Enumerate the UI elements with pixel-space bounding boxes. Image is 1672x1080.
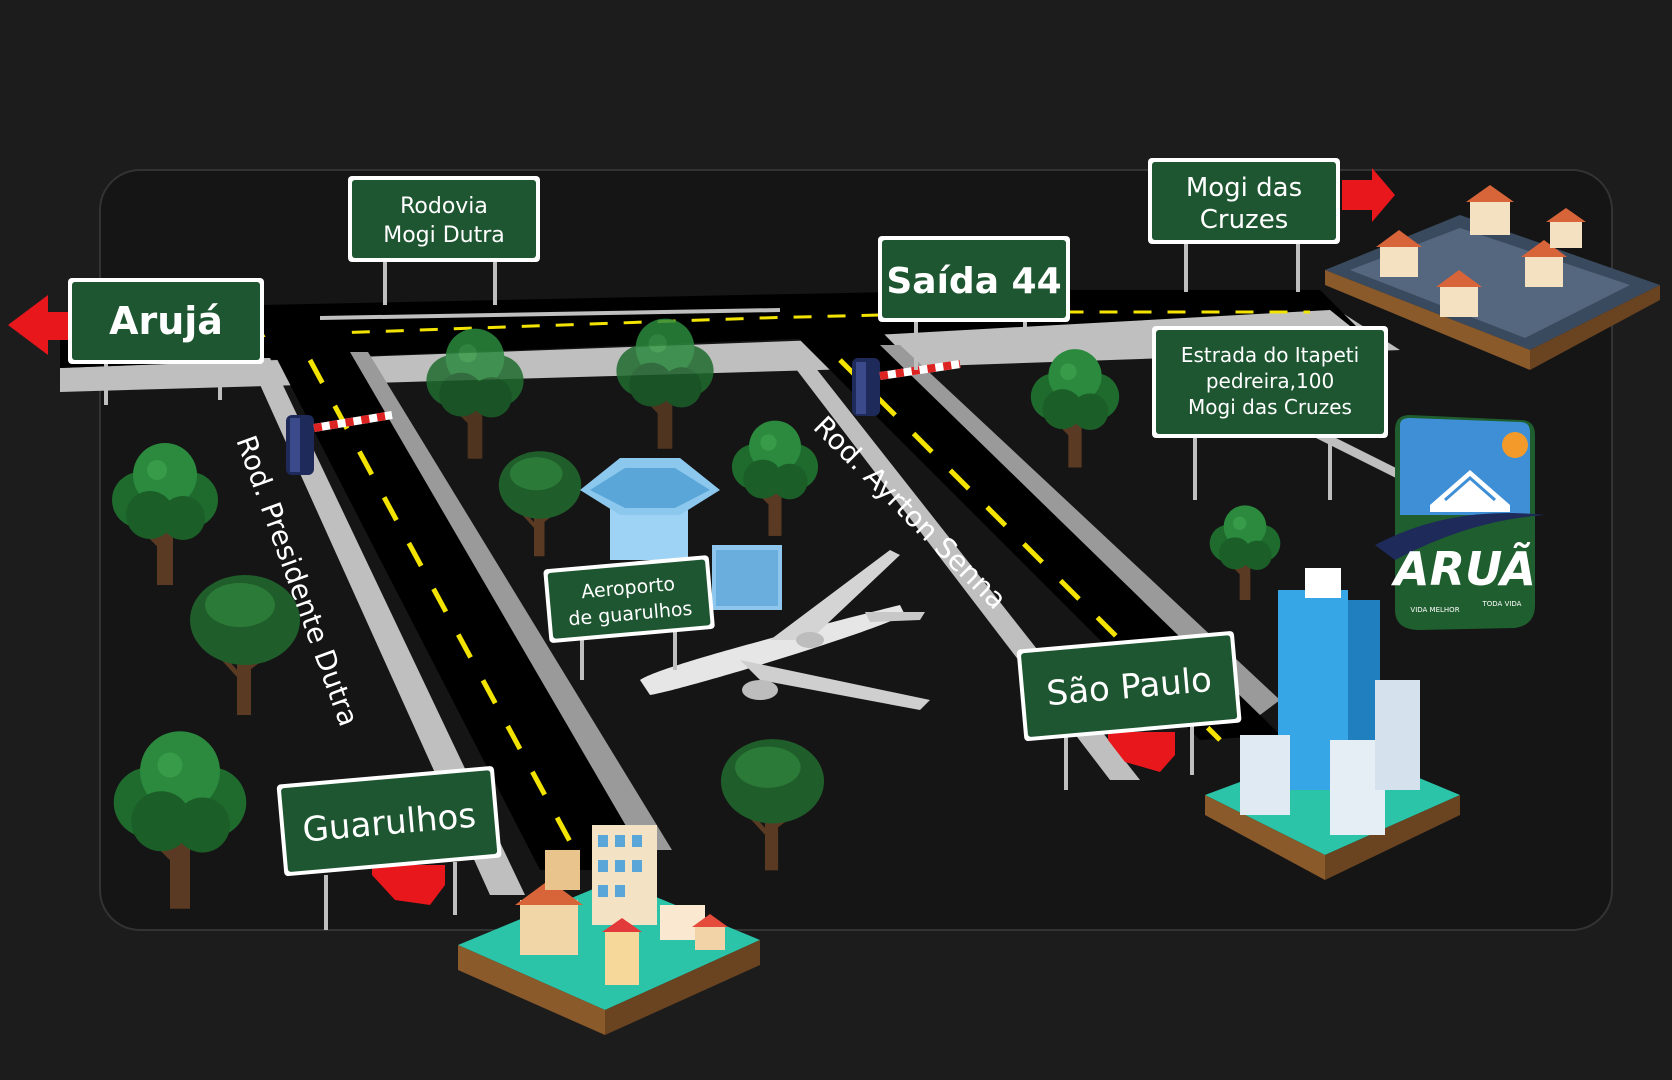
- arua-tagline-right: TODA VIDA: [1482, 600, 1522, 608]
- sign-aeroporto: Aeroporto de guarulhos: [543, 555, 715, 680]
- sign-aruja: Arujá: [68, 278, 264, 405]
- sign-rodovia-line2: Mogi Dutra: [383, 223, 505, 248]
- sign-estrada: Estrada do Itapeti pedreira,100 Mogi das…: [1152, 326, 1388, 500]
- dutra-road-right-curb: [350, 352, 672, 850]
- airport-terminal: [580, 458, 782, 610]
- toll-gate-ayrton: [852, 358, 961, 416]
- airplane-icon: [640, 550, 930, 710]
- sign-rodovia-line1: Rodovia: [400, 194, 488, 219]
- arua-logo: ARUÃ VIDA MELHOR TODA VIDA: [1375, 415, 1545, 630]
- sign-rodovia: Rodovia Mogi Dutra: [348, 176, 540, 305]
- guarulhos-buildings: [458, 825, 760, 1035]
- mogi-houses: [1325, 185, 1660, 370]
- sign-estrada-line1: Estrada do Itapeti: [1181, 343, 1359, 367]
- arrow-mogi-icon: [1342, 168, 1395, 222]
- arua-tagline-left: VIDA MELHOR: [1410, 606, 1459, 614]
- arrow-sao-paulo-icon: [1108, 732, 1175, 772]
- sign-mogi-line2: Cruzes: [1200, 205, 1289, 235]
- toll-gate-dutra: [286, 411, 393, 475]
- ayrton-road-right-curb: [880, 345, 1280, 715]
- dutra-road-curb: [248, 358, 525, 895]
- sign-aruja-text: Arujá: [109, 299, 223, 343]
- top-road-lane-marks: [79, 310, 1310, 344]
- dutra-road: [262, 330, 640, 870]
- sign-estrada-line3: Mogi das Cruzes: [1188, 395, 1352, 419]
- arrow-aruja-icon: [8, 295, 80, 355]
- sign-saida: Saída 44: [878, 236, 1070, 370]
- sign-sao-paulo: São Paulo: [1016, 631, 1242, 790]
- sign-guarulhos: Guarulhos: [276, 766, 502, 930]
- arrow-guarulhos-icon: [372, 865, 445, 905]
- ayrton-lane-marks: [838, 358, 1222, 742]
- sign-mogi-line1: Mogi das: [1186, 173, 1302, 203]
- arua-logo-text: ARUÃ: [1391, 542, 1536, 596]
- top-road-curb: [60, 305, 1400, 392]
- dutra-lane-marks: [307, 358, 583, 862]
- sign-saida-text: Saída 44: [886, 261, 1061, 302]
- sao-paulo-buildings: [1205, 568, 1460, 880]
- sign-mogi: Mogi das Cruzes: [1148, 158, 1340, 292]
- sign-estrada-line2: pedreira,100: [1206, 369, 1334, 393]
